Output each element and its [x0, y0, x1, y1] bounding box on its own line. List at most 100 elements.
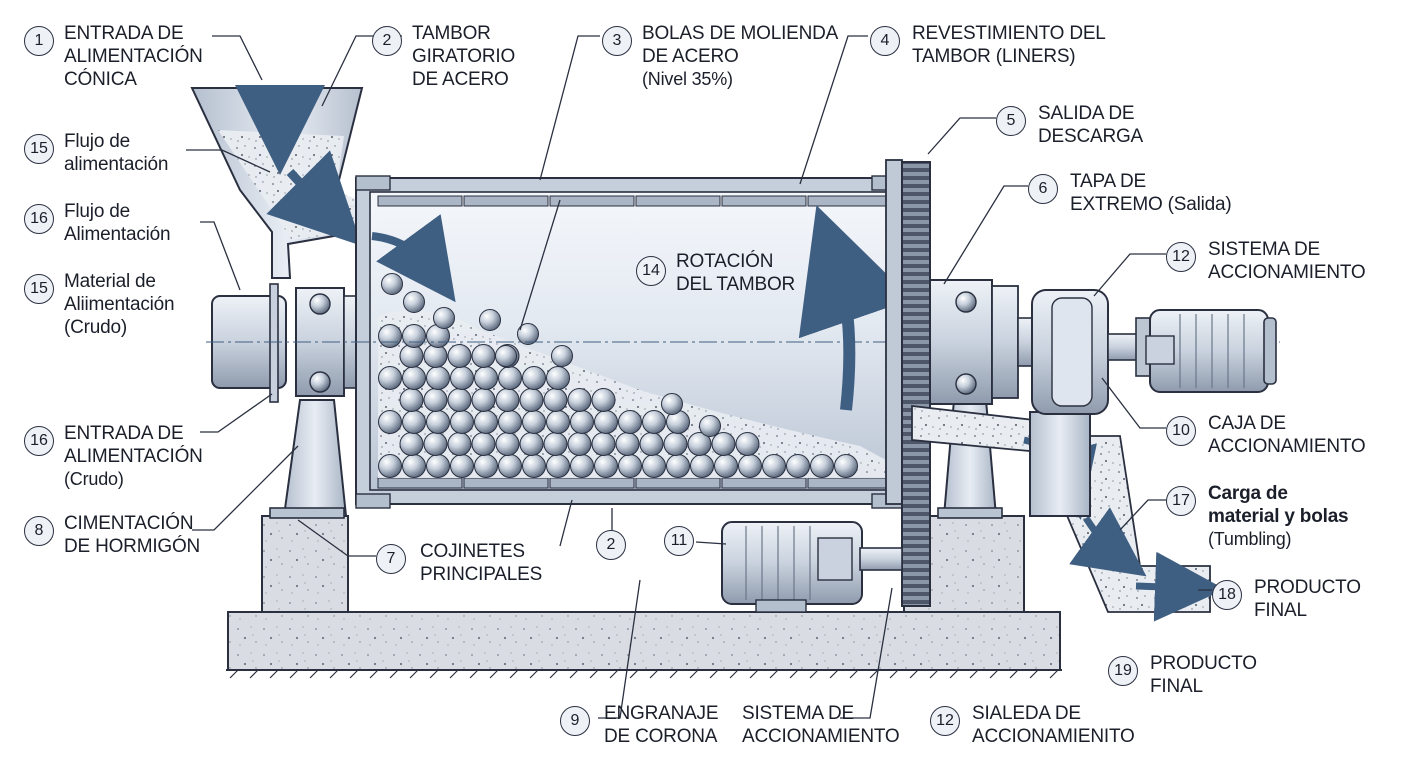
grinding-ball — [786, 454, 810, 478]
label-line: DE ACERO — [642, 46, 739, 67]
grinding-ball — [546, 454, 570, 478]
label-line: ALIMENTACIÓN — [64, 446, 203, 467]
label-line: SISTEMA DE — [742, 703, 855, 724]
label-line: EXTREMO (Salida) — [1070, 194, 1232, 215]
label-line: DE HORMIGÓN — [64, 536, 201, 557]
label-line: SIALEDA DE — [972, 703, 1081, 724]
grinding-ball — [474, 366, 498, 390]
label-line: TAMBOR (LINERS) — [912, 46, 1076, 67]
callout-number: 3 — [602, 26, 632, 56]
grinding-ball — [381, 273, 403, 295]
girth-gear — [901, 161, 931, 607]
grinding-ball — [546, 410, 570, 434]
label-line: SALIDA DE — [1038, 103, 1135, 124]
grinding-ball — [567, 388, 592, 412]
callout-number: 12 — [1166, 242, 1196, 272]
grinding-ball — [423, 432, 448, 456]
grinding-ball — [426, 366, 450, 390]
grinding-ball — [567, 432, 592, 456]
grinding-ball — [426, 454, 450, 478]
label-line: ENGRANAJE — [604, 703, 719, 724]
callout-number: 16 — [24, 426, 54, 456]
callout-number: 9 — [560, 706, 590, 736]
grinding-ball — [378, 324, 402, 348]
drive-motor-right — [1135, 309, 1277, 393]
label-line: DEL TAMBOR — [676, 274, 796, 295]
grinding-ball — [402, 454, 426, 478]
label-line: TAPA DE — [1070, 171, 1147, 192]
label-line: TAMBOR — [412, 23, 491, 44]
callout-number: 11 — [664, 526, 694, 556]
label-line: Flujo de — [64, 131, 130, 152]
right-trunnion — [929, 279, 1045, 405]
callout-number: 5 — [996, 106, 1026, 136]
grinding-ball — [495, 388, 520, 412]
label-line: DESCARGA — [1038, 126, 1144, 147]
label-line: Alimentación — [64, 224, 171, 245]
label-line: DE ACERO — [412, 69, 509, 90]
grinding-ball — [711, 432, 736, 456]
grinding-ball — [474, 454, 498, 478]
grinding-ball — [594, 410, 618, 434]
callout-number: 14 — [636, 256, 666, 286]
drive-motor-bottom — [721, 521, 903, 613]
grinding-charge — [378, 273, 886, 478]
label-line: BOLAS DE MOLIENDA — [642, 23, 839, 44]
grinding-ball — [479, 309, 501, 331]
grinding-ball — [699, 415, 721, 437]
feed-hopper — [190, 85, 381, 279]
grinding-ball — [618, 454, 642, 478]
grinding-ball — [615, 432, 640, 456]
concrete-foundation — [227, 515, 1061, 671]
grinding-ball — [450, 366, 474, 390]
end-cap — [885, 159, 903, 505]
label-line: (Nivel 35%) — [642, 69, 733, 89]
grinding-ball — [378, 454, 402, 478]
label-line: ACCIONAMIENTO — [1208, 262, 1366, 283]
grinding-ball — [399, 432, 424, 456]
grinding-ball — [834, 454, 858, 478]
grinding-ball — [403, 291, 425, 313]
grinding-ball — [498, 454, 522, 478]
grinding-ball — [735, 432, 760, 456]
label-line: PRODUCTO — [1254, 577, 1361, 598]
left-pedestal — [269, 399, 348, 519]
callout-number: 12 — [930, 706, 960, 736]
grinding-ball — [810, 454, 834, 478]
label-line: ACCIONAMIENITO — [972, 726, 1135, 747]
label-line: (Crudo) — [64, 317, 128, 338]
grinding-ball — [551, 345, 573, 367]
grinding-ball — [378, 366, 402, 390]
rotation-arrow — [798, 205, 913, 411]
feed-flow-arrow — [371, 214, 456, 303]
callout-number: 1 — [24, 26, 54, 56]
grinding-ball — [543, 432, 568, 456]
grinding-ball — [522, 366, 546, 390]
grinding-ball — [663, 432, 688, 456]
label-line: GIRATORIO — [412, 46, 516, 67]
grinding-ball — [495, 345, 517, 367]
grinding-ball — [519, 388, 544, 412]
grinding-ball — [642, 454, 666, 478]
grinding-ball — [378, 410, 402, 434]
leader-lines — [186, 35, 1212, 719]
grinding-ball — [471, 388, 496, 412]
label-line: ENTRADA DE — [64, 23, 184, 44]
grinding-ball — [714, 454, 738, 478]
callout-number: 17 — [1166, 486, 1196, 516]
grinding-ball — [570, 454, 594, 478]
label-line: COJINETES — [420, 541, 525, 562]
grinding-ball — [642, 410, 666, 434]
grinding-ball — [433, 307, 455, 329]
callout-number: 18 — [1212, 580, 1242, 610]
grinding-ball — [738, 454, 762, 478]
grinding-ball — [591, 388, 616, 412]
grinding-ball — [594, 454, 618, 478]
grinding-ball — [546, 366, 570, 390]
grinding-ball — [570, 410, 594, 434]
grinding-ball — [522, 454, 546, 478]
callout-number: 2 — [372, 26, 402, 56]
grinding-ball — [498, 410, 522, 434]
